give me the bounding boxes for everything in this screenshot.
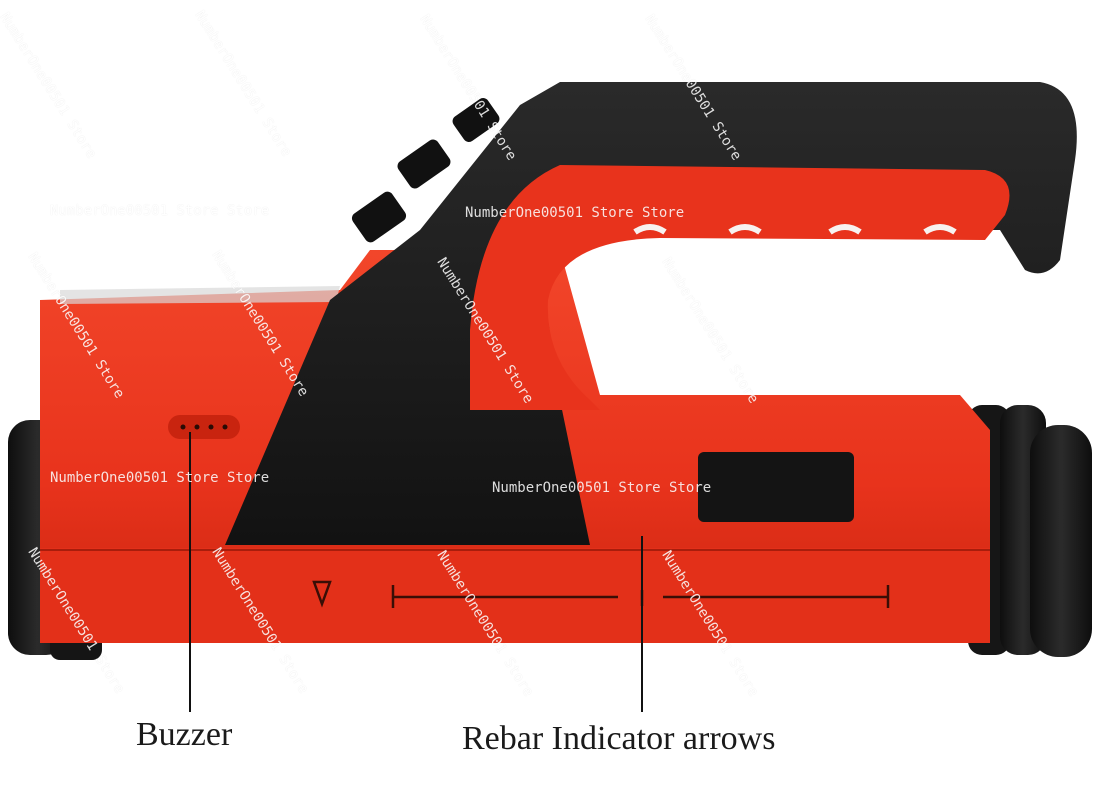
rebar-indicator-label: Rebar Indicator arrows [462,720,776,757]
display-window [698,452,854,522]
handle-red-inner [470,165,1010,410]
control-knobs [351,98,500,243]
buzzer-label: Buzzer [136,716,233,753]
buzzer-grille [168,415,240,439]
